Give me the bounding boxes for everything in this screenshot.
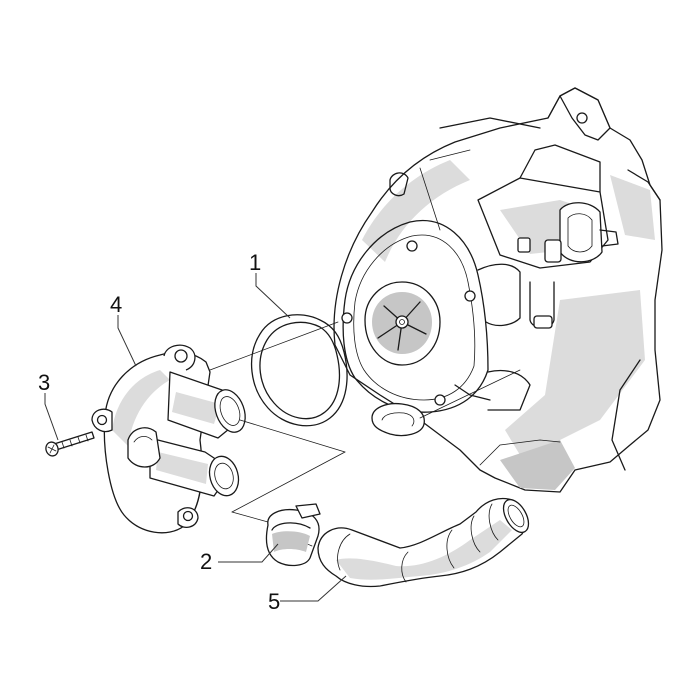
leader-3 xyxy=(44,393,59,441)
impeller xyxy=(377,301,427,351)
leader-1 xyxy=(255,273,291,319)
actuator-block xyxy=(477,87,619,329)
screw xyxy=(45,431,95,457)
assembly-guide-lines xyxy=(209,321,521,523)
callout-5: 5 xyxy=(268,589,280,614)
rim-bolt-hole xyxy=(464,290,476,302)
leader-2 xyxy=(218,543,279,563)
leader-4 xyxy=(117,315,137,367)
rim-bolt-hole xyxy=(341,312,353,324)
callout-1: 1 xyxy=(249,250,261,275)
leader-5 xyxy=(280,575,347,602)
thermostat-cover xyxy=(91,344,246,534)
coolant-hose xyxy=(317,497,530,588)
pump-housing xyxy=(333,87,663,493)
rim-bolt-hole xyxy=(434,394,446,406)
callouts: 1 2 3 4 5 xyxy=(38,250,280,614)
o-ring xyxy=(250,314,348,427)
callout-3: 3 xyxy=(38,370,50,395)
callout-4: 4 xyxy=(110,292,122,317)
hose-clamp xyxy=(265,503,321,567)
callout-2: 2 xyxy=(200,549,212,574)
leader-lines xyxy=(44,273,347,602)
rim-bolt-hole xyxy=(406,240,418,252)
